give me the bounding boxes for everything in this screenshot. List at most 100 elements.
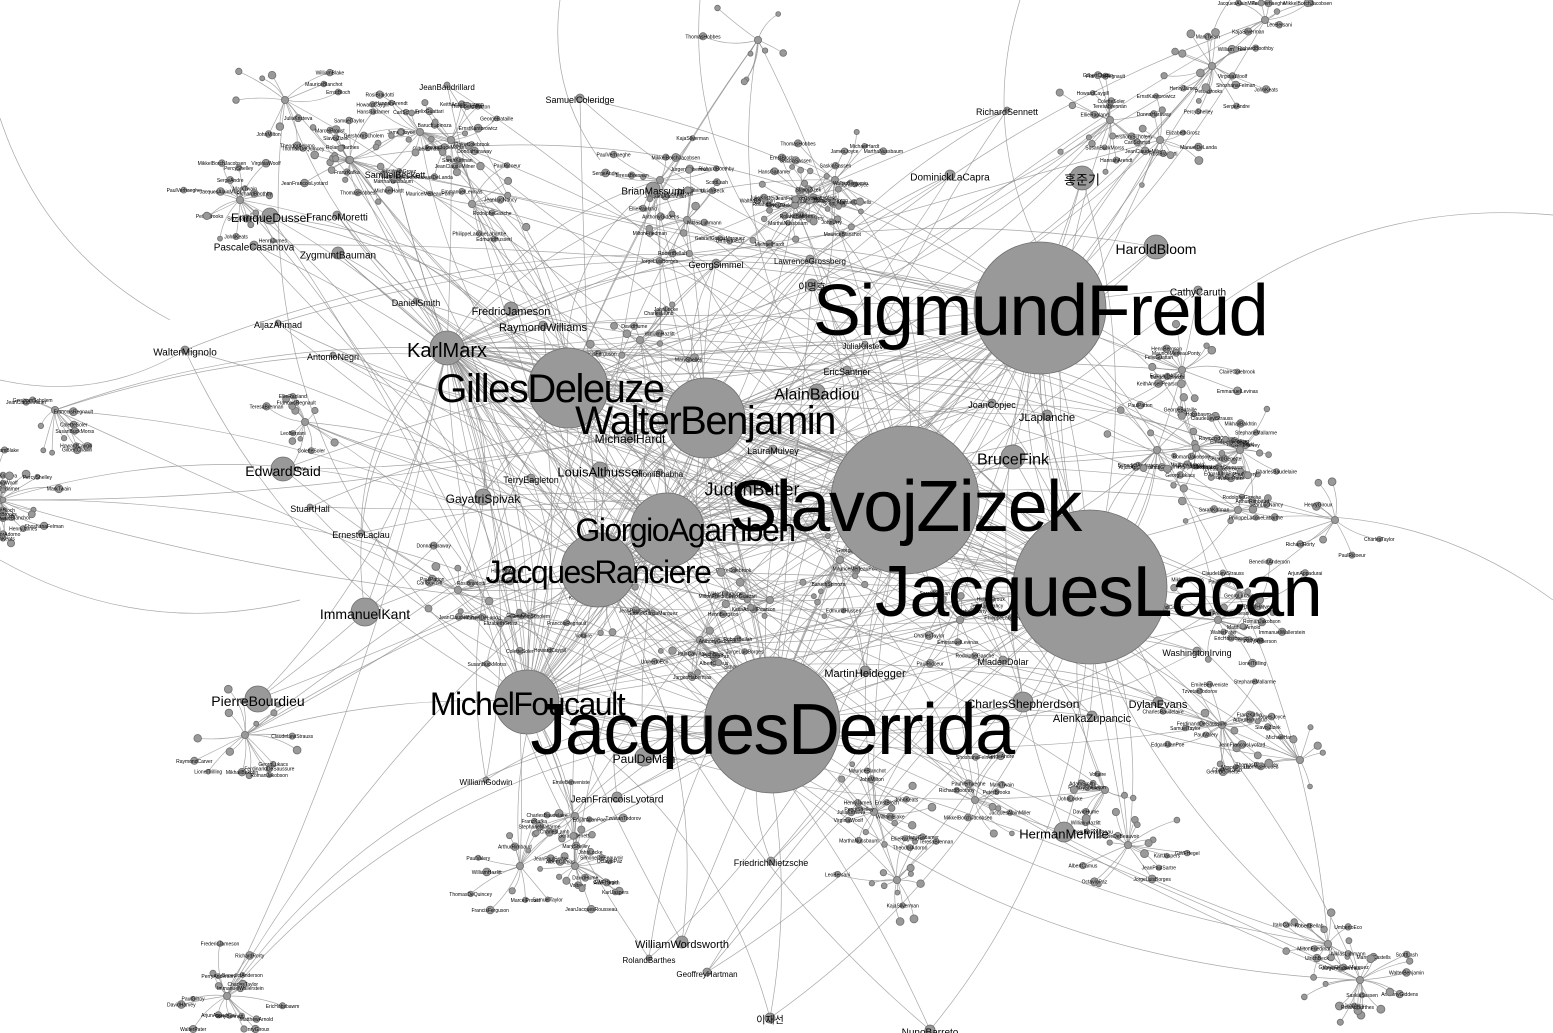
leaf-node bbox=[1296, 540, 1304, 548]
leaf-node bbox=[740, 78, 748, 86]
leaf-node bbox=[1256, 637, 1264, 645]
leaf-label: LionelTrilling bbox=[194, 770, 222, 776]
leaf-edge bbox=[658, 219, 688, 261]
hub-node bbox=[1331, 516, 1340, 525]
leaf-label: SlavojZizek bbox=[765, 203, 791, 209]
leaf-edge bbox=[702, 35, 759, 44]
hub-edge bbox=[348, 159, 448, 349]
leaf-edge bbox=[471, 203, 527, 228]
leaf-node bbox=[369, 101, 376, 108]
leaf-label: MikhailBakhtin bbox=[1171, 578, 1203, 584]
leaf-node bbox=[1313, 741, 1322, 750]
major-edge bbox=[597, 569, 688, 943]
major-edge bbox=[510, 307, 1041, 344]
leaf-node bbox=[215, 973, 222, 980]
hub-edge bbox=[567, 39, 759, 389]
leaf-node bbox=[1170, 584, 1178, 592]
leaf-label: JeanFrancoisLyotard bbox=[1219, 742, 1266, 748]
leaf-node bbox=[1082, 808, 1090, 816]
leaf-edge bbox=[721, 571, 771, 601]
leaf-node bbox=[342, 176, 349, 183]
major-edge bbox=[579, 97, 1041, 309]
leaf-node bbox=[1139, 182, 1145, 188]
leaf-label: Voltaire bbox=[575, 634, 592, 640]
leaf-label: JamesJoyce bbox=[1258, 715, 1286, 721]
leaf-label: JohnKeats bbox=[224, 235, 248, 241]
hub-edge bbox=[666, 404, 1241, 531]
leaf-edge bbox=[0, 499, 45, 527]
hub-edge bbox=[597, 569, 1106, 791]
leaf-label: MarkTwain bbox=[990, 783, 1014, 789]
leaf-node bbox=[618, 351, 626, 359]
leaf-node bbox=[891, 819, 898, 827]
leaf-node bbox=[379, 169, 388, 178]
leaf-label: GeorgLukacs bbox=[1224, 593, 1254, 599]
major-edge bbox=[666, 402, 993, 531]
leaf-node bbox=[598, 854, 605, 861]
leaf-label: TzvetanTodorov bbox=[605, 816, 641, 822]
leaf-node bbox=[1376, 1004, 1386, 1014]
leaf-node bbox=[1264, 0, 1273, 8]
leaf-label: SamuelTaylor bbox=[533, 897, 564, 903]
leaf-node bbox=[801, 179, 809, 187]
leaf-node bbox=[250, 189, 259, 198]
leaf-label: WalterBenjamin bbox=[833, 181, 868, 187]
leaf-node bbox=[485, 905, 495, 915]
leaf-node bbox=[1366, 954, 1375, 963]
hub-edge bbox=[54, 347, 448, 411]
leaf-node bbox=[390, 178, 397, 184]
leaf-edge bbox=[873, 806, 933, 814]
leaf-node bbox=[1258, 617, 1266, 625]
leaf-label: CarlSchmitt bbox=[393, 110, 419, 116]
leaf-node bbox=[1273, 8, 1281, 15]
leaf-label: GeorgeBataille bbox=[1164, 407, 1197, 413]
leaf-label: MikkelBorchJacobsen bbox=[651, 156, 700, 162]
hub-node bbox=[1124, 841, 1133, 850]
leaf-node bbox=[1158, 106, 1166, 114]
leaf-node bbox=[1264, 758, 1274, 768]
hub-edge bbox=[54, 409, 599, 571]
hub-node bbox=[754, 36, 763, 45]
leaf-node bbox=[1385, 987, 1395, 997]
leaf-node bbox=[537, 866, 543, 872]
hub-edge bbox=[666, 529, 976, 801]
leaf-label: LionelTrilling bbox=[1238, 661, 1266, 667]
leaf-node bbox=[337, 144, 345, 152]
leaf-node bbox=[798, 187, 805, 194]
leaf-label: SamuelTaylor bbox=[1170, 726, 1201, 732]
leaf-node bbox=[1159, 707, 1167, 715]
leaf-node bbox=[807, 167, 814, 175]
hub-edge bbox=[471, 203, 553, 703]
label-dominicklacapra: DominickLaCapra bbox=[910, 173, 990, 184]
leaf-label: FerdinandDeSaussure bbox=[244, 767, 294, 773]
leaf-label: SaskiaSassen bbox=[1346, 993, 1378, 999]
leaf-node bbox=[1178, 496, 1187, 506]
leaf-node bbox=[618, 813, 628, 823]
leaf-label: DavidHarvey bbox=[1244, 605, 1273, 611]
leaf-label: GershomScholem bbox=[510, 614, 550, 620]
major-edge bbox=[184, 349, 528, 703]
leaf-edge bbox=[873, 811, 923, 838]
leaf-label: JeanClaudeMilner bbox=[435, 164, 476, 170]
leaf-node bbox=[1265, 558, 1274, 566]
leaf-node bbox=[760, 193, 769, 202]
leaf-node bbox=[1348, 551, 1356, 559]
label-lawrencegrossberg: LawrenceGrossberg bbox=[774, 257, 846, 266]
label-danielsmith: DanielSmith bbox=[392, 298, 441, 308]
leaf-node bbox=[388, 99, 395, 107]
leaf-node bbox=[858, 208, 864, 215]
leaf-node bbox=[332, 155, 340, 163]
leaf-label: UmbertoEco bbox=[716, 239, 744, 245]
leaf-node bbox=[700, 218, 709, 227]
leaf-node bbox=[1282, 947, 1290, 955]
leaf-node bbox=[753, 196, 761, 205]
leaf-node bbox=[1238, 493, 1245, 500]
hub-node bbox=[1106, 116, 1115, 125]
leaf-node bbox=[1084, 784, 1091, 792]
hub-edge bbox=[704, 358, 1197, 449]
leaf-edge bbox=[262, 77, 286, 101]
leaf-node bbox=[311, 406, 319, 415]
leaf-node bbox=[1170, 482, 1177, 489]
leaf-label: RomanJakobson bbox=[1173, 454, 1211, 460]
leaf-edge bbox=[471, 164, 508, 205]
